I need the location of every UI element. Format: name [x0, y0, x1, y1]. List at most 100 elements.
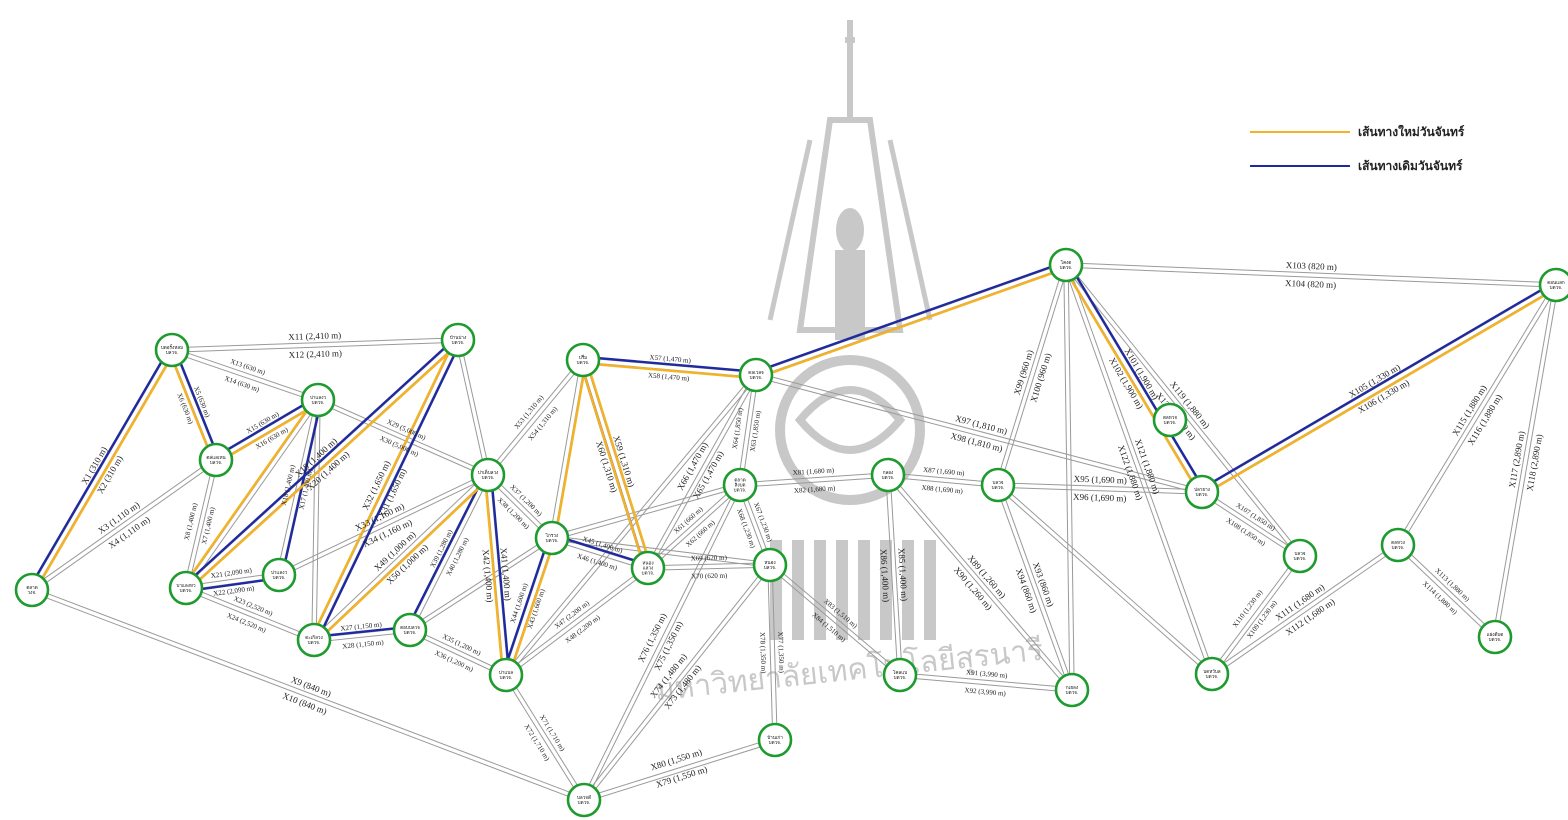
edge-label: X8 (1,400 m) — [183, 502, 200, 541]
node-label: บดวจ. — [308, 641, 321, 646]
node-label: ลิงบด — [734, 483, 745, 489]
node-label: ไกรวง — [545, 532, 558, 539]
edge-label: X28 (1,150 m) — [342, 638, 385, 650]
road-n15-n12 — [503, 373, 755, 674]
road-n9-n11 — [410, 539, 554, 633]
road-n20-n23 — [997, 486, 1202, 495]
watermark-figure-body — [835, 250, 865, 340]
edge-label: X81 (1,680 m) — [793, 466, 836, 477]
node-circle — [296, 622, 332, 658]
new-route-segment — [182, 396, 317, 588]
legend-label-new-route: เส้นทางใหม่วันจันทร์ — [1358, 124, 1465, 139]
road-n15-n23 — [755, 376, 1202, 495]
road-n1-n30 — [32, 587, 585, 799]
watermark-pillar — [836, 540, 848, 640]
node-label: บดวจ. — [1196, 493, 1209, 498]
node-label: บดวจ. — [273, 576, 286, 581]
road-n1-n3 — [32, 461, 218, 593]
node-label: บดวจ. — [894, 676, 907, 681]
new-route-segment — [581, 361, 757, 380]
road-n24-n25 — [1213, 557, 1303, 676]
node-circle — [870, 457, 906, 493]
node-label: บดวจ. — [1392, 546, 1405, 551]
old-route-segment — [405, 472, 487, 630]
road-n26-n28 — [1399, 285, 1559, 547]
node-label: ปาแลงว — [271, 570, 288, 576]
road-n8-n10 — [312, 473, 487, 639]
old-route-segment — [582, 355, 758, 374]
edge-label: X63 (1,850 m) — [749, 409, 763, 452]
node-circle — [261, 557, 297, 593]
road-n17-n29 — [767, 565, 774, 741]
legend-label-old-route: เส้นทางเดิมวันจันทร์ — [1358, 158, 1463, 173]
node-label: โคงด — [1061, 259, 1072, 266]
road-n16-n18 — [740, 476, 889, 488]
node-circle — [738, 357, 774, 393]
node-label: บดวจ. — [734, 489, 747, 494]
node-circle — [1380, 527, 1416, 563]
road-n20-n22 — [999, 265, 1069, 486]
watermark-pillar — [814, 540, 826, 640]
node-label: บดวจ. — [1489, 638, 1502, 643]
node-label: หนอง — [642, 561, 653, 566]
road-n22-n28 — [1065, 266, 1556, 288]
edge-label: X67 (1,230 m) — [752, 501, 774, 543]
road-n4-n8 — [311, 399, 317, 640]
node-circle — [1538, 267, 1568, 303]
road-n7-n10 — [455, 340, 487, 476]
road-n22-n21 — [1063, 265, 1071, 691]
node-circle — [470, 457, 506, 493]
node-label: หนอง — [764, 561, 775, 566]
edge-label: X41 (1,400 m) — [499, 547, 514, 601]
road-n15-n13 — [649, 375, 759, 570]
road-n17-n30 — [585, 566, 773, 802]
node-label: บลวจ. — [210, 461, 222, 466]
old-route-segment — [1067, 262, 1206, 492]
node-circle — [154, 332, 190, 368]
road-n15-n16 — [737, 374, 755, 485]
road-n5-n8 — [184, 589, 314, 643]
node-label: ตลาด — [734, 478, 745, 483]
road-n18-n19 — [889, 474, 903, 675]
node-label: ปรึ่ม — [579, 354, 587, 361]
road-n13-n17 — [648, 566, 771, 571]
road-n13-n16 — [646, 482, 739, 567]
road-n20-n25 — [996, 486, 1211, 677]
node-circle — [1194, 656, 1230, 692]
node-label: บดวจ. — [452, 341, 465, 346]
road-n22-n25 — [1067, 264, 1215, 674]
node-label: บดวจ. — [482, 476, 495, 481]
road-n26-n28 — [1395, 283, 1555, 545]
edge-label: X78 (1,350 m) — [758, 632, 767, 674]
node-label: บดวจ. — [1550, 286, 1563, 291]
node-label: ตล่แลเหน — [206, 455, 226, 461]
node-label: ปาเต็บลวง — [478, 468, 499, 476]
node-label: บดวจ. — [1206, 675, 1219, 680]
legend-item-old-route: เส้นทางเดิมวันจันทร์ — [1250, 149, 1560, 183]
node-label: แลวง — [643, 567, 654, 572]
road-n16-n30 — [585, 485, 743, 802]
watermark-pillar — [924, 540, 936, 640]
node-label: บดวจ. — [546, 539, 559, 544]
edge-label: X103 (820 m) — [1286, 260, 1337, 272]
watermark-pillar — [880, 540, 892, 640]
new-route-segment — [1202, 286, 1559, 496]
edge-label: X96 (1,690 m) — [1073, 492, 1127, 504]
road-n1-n3 — [30, 457, 216, 589]
node-label: บดวจ. — [1294, 557, 1307, 562]
node-circle — [1282, 538, 1318, 574]
watermark-figure-head — [836, 208, 864, 252]
node-label: กเฮลง — [1066, 685, 1078, 691]
road-n12-n13 — [504, 565, 647, 674]
